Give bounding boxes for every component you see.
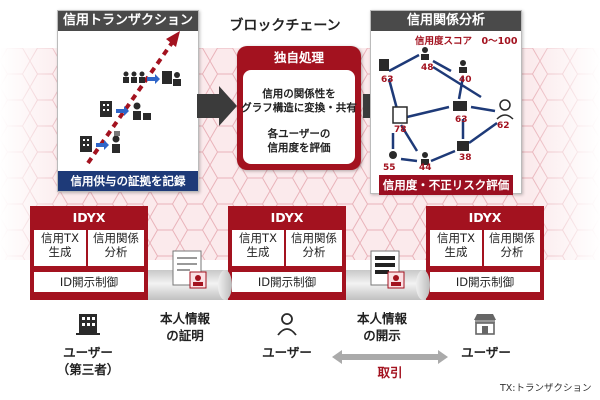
score-value: 63 — [381, 75, 394, 85]
score-value: 38 — [459, 153, 472, 163]
document-icon — [370, 250, 405, 289]
shop-icon — [474, 314, 496, 335]
document-icon — [172, 250, 207, 289]
user-label: ユーザー — [262, 345, 312, 360]
score-label: 信用度スコア 0～100 — [415, 36, 518, 47]
process-line2: グラフ構造に変換・共有 — [241, 102, 357, 114]
factory-icon — [453, 101, 467, 111]
score-value: 40 — [459, 75, 472, 85]
people-icon — [421, 47, 429, 60]
person-icon — [389, 151, 397, 159]
shop-icon — [457, 141, 469, 151]
blockchain-title: ブロックチェーン — [229, 18, 341, 34]
credit-relation-analysis-box: 信用関係分析 — [286, 230, 342, 266]
person-icon — [496, 99, 514, 120]
transaction-illustration — [80, 31, 181, 165]
building-icon — [379, 59, 389, 71]
building-icon — [392, 106, 408, 124]
third-party-user-label: ユーザー（第三者） — [56, 345, 120, 377]
score-value: 44 — [419, 163, 432, 173]
transaction-label: 取引 — [377, 365, 403, 380]
person-icon — [421, 152, 429, 165]
idyx-title: IDYX — [468, 210, 502, 225]
process-line4: 信用度を評価 — [267, 142, 331, 154]
credit-relation-analysis-box: 信用関係分析 — [88, 230, 144, 266]
identity-disclosure-label: 本人情報の開示 — [356, 311, 407, 343]
credit-transaction-panel: 信用トランザクション 信用供与の証拠を記録 — [57, 10, 199, 192]
proprietary-processing-panel: 独自処理 信用の関係性を グラフ構造に変換・共有 各ユーザーの 信用度を評価 — [237, 46, 361, 170]
credit-graph — [379, 47, 514, 165]
identity-proof-label: 本人情報の証明 — [159, 311, 210, 343]
credit-transaction-header: 信用トランザクション — [58, 11, 198, 31]
credit-analysis-panel: 信用関係分析 信用度スコア 0～100 63 48 40 78 63 62 55… — [370, 10, 522, 195]
id-disclosure-control-box: ID開示制御 — [34, 272, 144, 292]
process-line3: 各ユーザーの — [267, 128, 331, 140]
score-values: 63 48 40 78 63 62 55 44 38 — [371, 45, 521, 173]
building-icon — [100, 101, 112, 117]
id-disclosure-control-box: ID開示制御 — [430, 272, 540, 292]
building-icon — [76, 314, 100, 335]
score-value: 48 — [421, 63, 434, 73]
footnote: TX:トランザクション — [500, 383, 592, 394]
people-icon — [123, 71, 145, 83]
score-value: 63 — [455, 115, 468, 125]
score-value: 55 — [383, 163, 396, 173]
idyx-title: IDYX — [270, 210, 304, 225]
person-icon — [277, 313, 297, 336]
process-body: 信用の関係性を グラフ構造に変換・共有 各ユーザーの 信用度を評価 — [241, 70, 357, 164]
tube-end — [416, 270, 430, 300]
right-arrow-icon — [197, 86, 237, 126]
credit-relation-analysis-box: 信用関係分析 — [484, 230, 540, 266]
double-arrow-icon — [332, 350, 448, 364]
credit-analysis-header: 信用関係分析 — [371, 11, 521, 31]
process-title: 独自処理 — [273, 50, 324, 65]
tube-end — [218, 270, 232, 300]
building-icon — [80, 136, 92, 152]
risk-evaluation-caption: 信用度・不正リスク評価 — [379, 175, 513, 195]
user-label: ユーザー — [461, 345, 511, 360]
id-disclosure-control-box: ID開示制御 — [232, 272, 342, 292]
person-icon — [459, 60, 467, 73]
score-value: 78 — [394, 125, 407, 135]
idyx-title: IDYX — [72, 210, 106, 225]
credit-evidence-caption: 信用供与の証拠を記録 — [58, 171, 198, 191]
score-value: 62 — [497, 121, 510, 131]
process-line1: 信用の関係性を — [262, 88, 336, 100]
